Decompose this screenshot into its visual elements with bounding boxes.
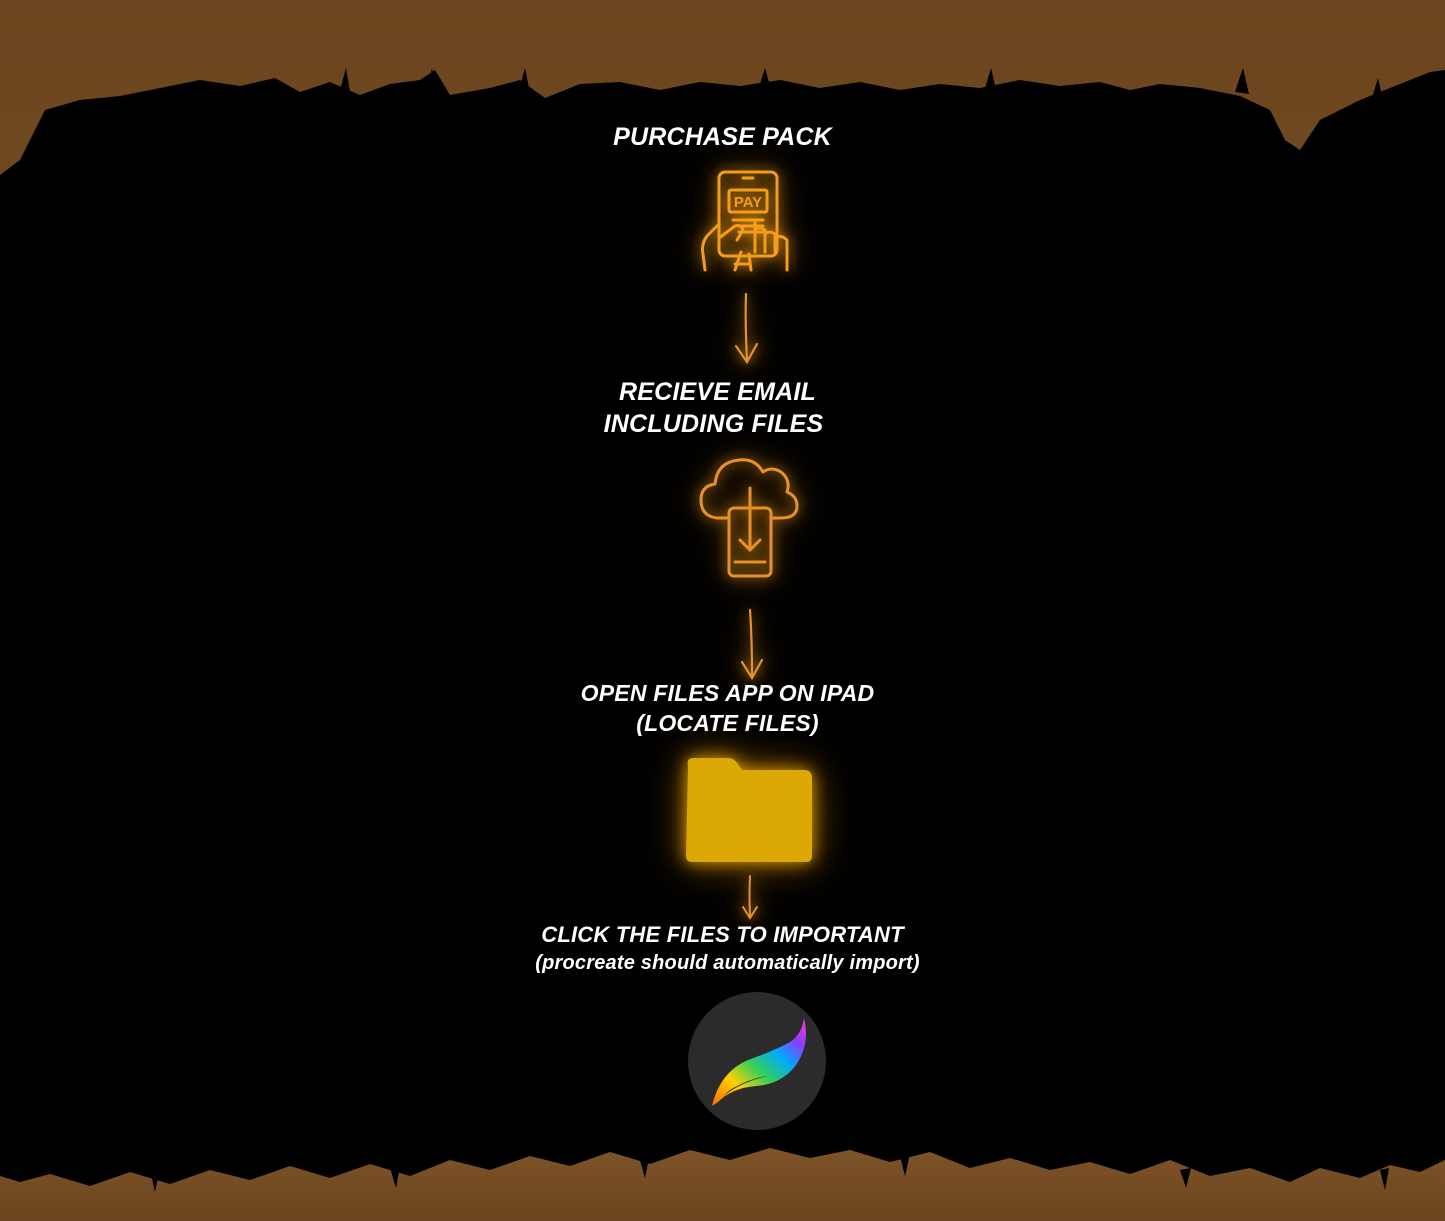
folder-icon	[686, 758, 812, 862]
step-2-line-2: INCLUDING FILES	[603, 410, 824, 438]
step-1-title: PURCHASE PACK	[0, 123, 1445, 152]
step-1-line-1: PURCHASE PACK	[613, 123, 832, 151]
pay-icon-label: PAY	[734, 194, 762, 211]
step-2-line-1: RECIEVE EMAIL	[618, 378, 817, 406]
cloud-download-icon	[699, 458, 799, 578]
step-2-title: RECIEVE EMAIL INCLUDING FILES	[0, 376, 1445, 440]
arrow-down-icon	[734, 292, 759, 365]
step-3-title: OPEN FILES APP ON IPAD (LOCATE FILES)	[0, 678, 1445, 738]
arrow-down-icon	[742, 875, 758, 920]
procreate-logo-icon	[688, 992, 826, 1130]
step-4-line-1: CLICK THE FILES TO IMPORTANT	[541, 922, 904, 947]
step-4-line-2: (procreate should automatically import)	[535, 952, 920, 974]
arrow-down-icon	[740, 608, 764, 681]
pay-phone-icon: PAY	[701, 170, 789, 272]
step-4-title: CLICK THE FILES TO IMPORTANT (procreate …	[0, 921, 1445, 977]
step-3-line-2: (LOCATE FILES)	[636, 710, 819, 736]
step-3-line-1: OPEN FILES APP ON IPAD	[580, 680, 875, 706]
